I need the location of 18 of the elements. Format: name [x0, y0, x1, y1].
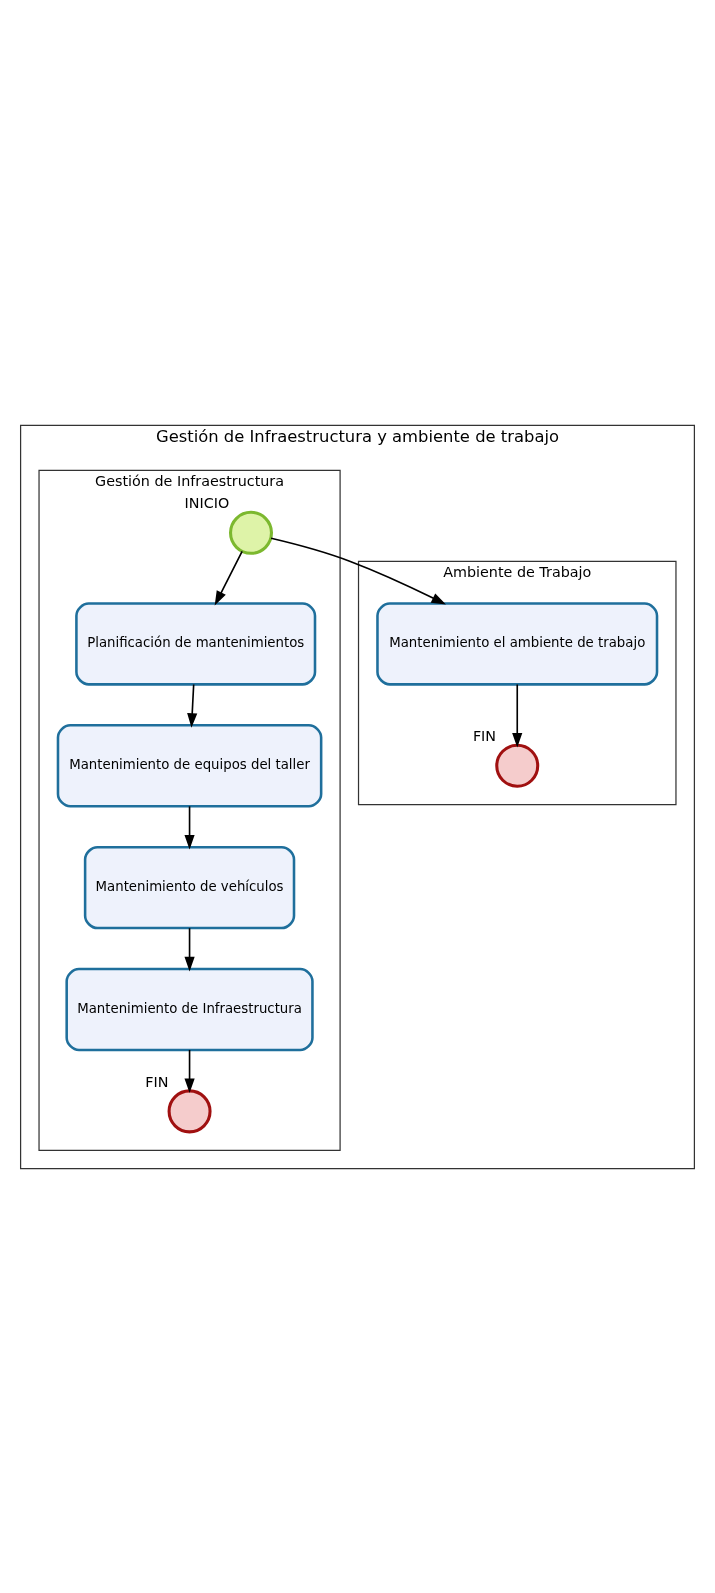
arrow [187, 683, 198, 728]
node-label: FIN [145, 1073, 169, 1090]
node-label: INICIO [184, 494, 230, 511]
node-box: Mantenimiento de vehículos [83, 845, 296, 929]
node-box: Mantenimiento de Infraestructura [65, 967, 314, 1051]
node-circle [495, 743, 540, 788]
arrow [184, 805, 195, 850]
node-box: Planificación de mantenimientos [75, 601, 317, 686]
arrow [270, 536, 446, 605]
arrow [184, 1048, 195, 1093]
arrow [214, 550, 243, 605]
arrow [184, 926, 195, 971]
node-box: Mantenimiento de equipos del taller [56, 723, 323, 807]
node-label: FIN [472, 727, 497, 744]
arrow [512, 683, 523, 748]
node-circle [229, 510, 273, 555]
node-circle [167, 1088, 212, 1133]
node-box: Mantenimiento el ambiente de trabajo [376, 601, 659, 686]
